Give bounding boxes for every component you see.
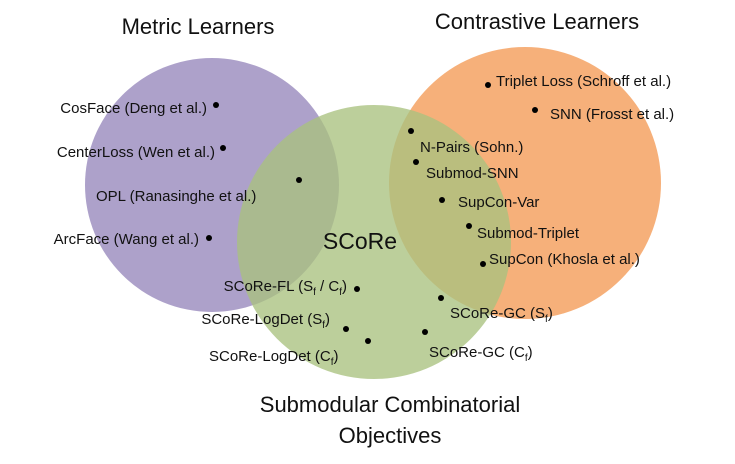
item-centerloss-label: CenterLoss (Wen et al.) — [57, 144, 215, 161]
item-snn-label: SNN (Frosst et al.) — [550, 106, 674, 123]
item-opl-label: OPL (Ranasinghe et al.) — [96, 188, 256, 205]
item-triplet-loss-dot — [485, 82, 491, 88]
item-score-logdet-c-label: SCoRe-LogDet (Cf) — [209, 348, 339, 368]
item-score-fl-dot — [354, 286, 360, 292]
item-supcon-var-label: SupCon-Var — [458, 194, 539, 211]
item-snn-dot — [532, 107, 538, 113]
submodular-objectives-title-line2: Objectives — [339, 423, 442, 448]
item-score-logdet-c-dot — [365, 338, 371, 344]
item-score-logdet-s-dot — [343, 326, 349, 332]
item-submod-snn-label: Submod-SNN — [426, 165, 519, 182]
item-arcface-label: ArcFace (Wang et al.) — [54, 231, 199, 248]
item-score-gc-s-dot — [438, 295, 444, 301]
item-submod-triplet-dot — [466, 223, 472, 229]
item-score-fl-label: SCoRe-FL (Sf / Cf) — [224, 278, 347, 298]
item-supcon-dot — [480, 261, 486, 267]
item-arcface-dot — [206, 235, 212, 241]
item-centerloss-dot — [220, 145, 226, 151]
item-supcon-var-dot — [439, 197, 445, 203]
item-triplet-loss-label: Triplet Loss (Schroff et al.) — [496, 73, 671, 90]
submodular-objectives-circle — [237, 105, 511, 379]
item-score-gc-s-label: SCoRe-GC (Sf) — [450, 305, 553, 325]
item-npairs-label: N-Pairs (Sohn.) — [420, 139, 523, 156]
item-cosface-label: CosFace (Deng et al.) — [60, 100, 207, 117]
score-center-label: SCoRe — [323, 228, 397, 254]
item-supcon-label: SupCon (Khosla et al.) — [489, 251, 640, 268]
contrastive-learners-title: Contrastive Learners — [435, 9, 639, 34]
item-npairs-dot — [408, 128, 414, 134]
item-submod-snn-dot — [413, 159, 419, 165]
item-cosface-dot — [213, 102, 219, 108]
item-score-logdet-s-label: SCoRe-LogDet (Sf) — [201, 311, 330, 331]
metric-learners-title: Metric Learners — [122, 14, 275, 39]
item-score-gc-c-dot — [422, 329, 428, 335]
item-opl-dot — [296, 177, 302, 183]
item-submod-triplet-label: Submod-Triplet — [477, 225, 580, 242]
submodular-objectives-title-line1: Submodular Combinatorial — [260, 392, 520, 417]
item-score-gc-c-label: SCoRe-GC (Cf) — [429, 344, 533, 364]
